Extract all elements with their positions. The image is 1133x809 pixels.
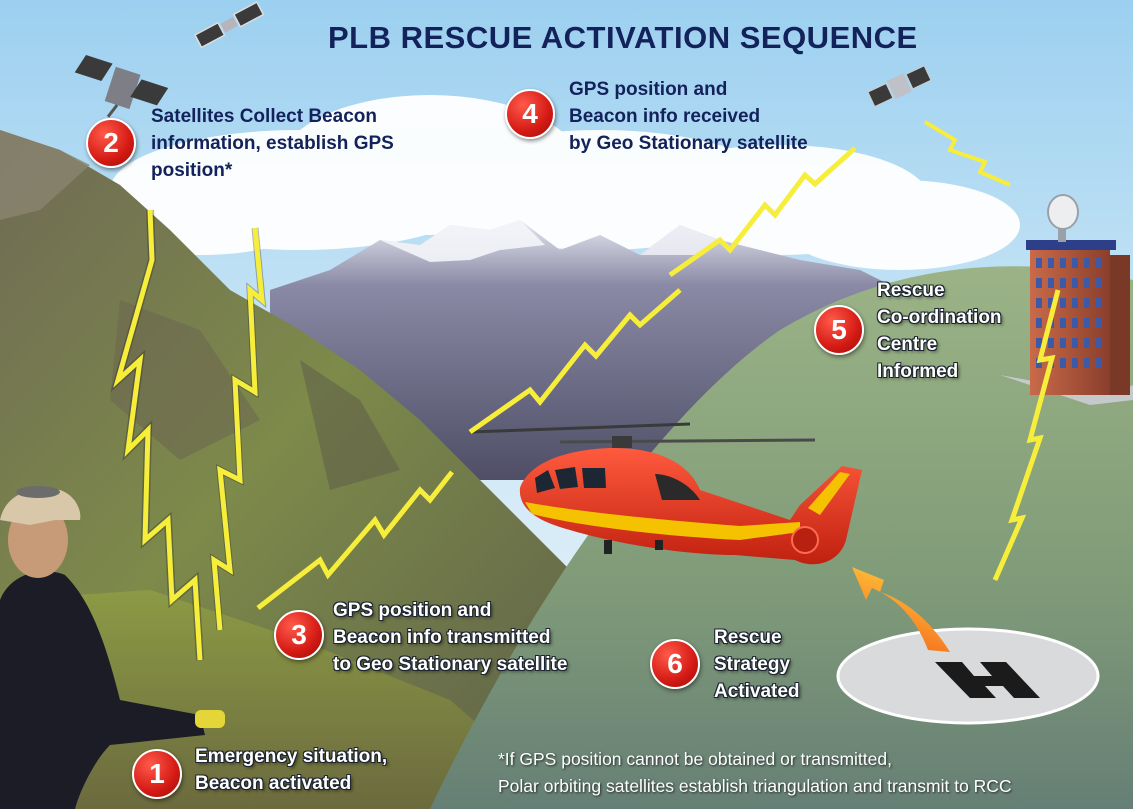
step-6-badge: 6 <box>650 639 700 689</box>
curved-arrow <box>852 567 950 652</box>
satellite-top <box>193 1 265 49</box>
satellite-left <box>74 55 169 118</box>
step-1-badge: 1 <box>132 749 182 799</box>
footnote: *If GPS position cannot be obtained or t… <box>498 746 1012 800</box>
person <box>0 486 225 809</box>
step-5-line: Informed <box>877 361 959 382</box>
step-2-line: information, establish GPS <box>151 133 394 154</box>
signal-bolts <box>110 120 1061 661</box>
step-5-line: Rescue <box>877 280 945 301</box>
step-4-line: GPS position and <box>569 79 728 100</box>
step-2-line: position* <box>151 160 233 181</box>
rescue-centre-building <box>1000 194 1133 405</box>
step-3-badge: 3 <box>274 610 324 660</box>
step-6-line: Activated <box>714 681 800 702</box>
step-2-badge: 2 <box>86 118 136 168</box>
step-5-line: Centre <box>877 334 938 355</box>
step-1-line: Emergency situation, <box>195 746 388 767</box>
helipad <box>836 627 1100 725</box>
step-4-label: GPS position and Beacon info received by… <box>569 76 808 157</box>
step-1-label: Emergency situation, Beacon activated <box>195 743 387 797</box>
step-2-label: Satellites Collect Beacon information, e… <box>151 103 394 184</box>
step-5-line: Co-ordination <box>877 307 1002 328</box>
step-6-line: Rescue <box>714 627 782 648</box>
step-1-line: Beacon activated <box>195 773 352 794</box>
satellite-geo <box>867 65 932 108</box>
footnote-line: Polar orbiting satellites establish tria… <box>498 776 1012 796</box>
step-3-line: to Geo Stationary satellite <box>333 654 568 675</box>
step-4-line: by Geo Stationary satellite <box>569 133 808 154</box>
footnote-line: *If GPS position cannot be obtained or t… <box>498 749 892 769</box>
step-5-label: Rescue Co-ordination Centre Informed <box>877 277 1002 385</box>
step-3-line: GPS position and <box>333 600 492 621</box>
step-4-badge: 4 <box>505 89 555 139</box>
step-3-label: GPS position and Beacon info transmitted… <box>333 597 567 678</box>
diagram-title: PLB RESCUE ACTIVATION SEQUENCE <box>328 20 918 55</box>
step-3-line: Beacon info transmitted <box>333 627 551 648</box>
step-4-line: Beacon info received <box>569 106 761 127</box>
step-6-label: Rescue Strategy Activated <box>714 624 800 705</box>
step-2-line: Satellites Collect Beacon <box>151 106 377 127</box>
step-6-line: Strategy <box>714 654 791 675</box>
step-5-badge: 5 <box>814 305 864 355</box>
helicopter <box>469 422 862 565</box>
